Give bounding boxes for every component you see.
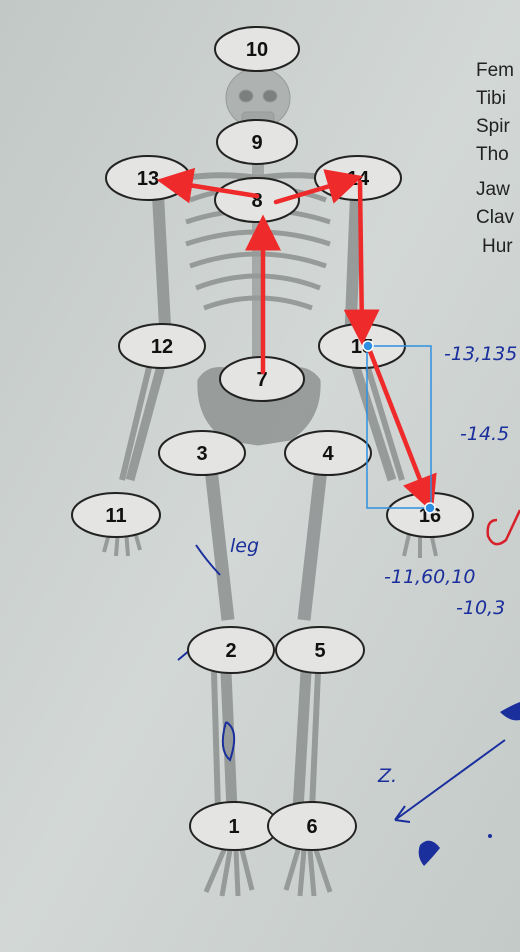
ink-arrow-icon [394, 739, 506, 823]
node-10[interactable]: 10 [214, 26, 300, 72]
node-7-label: 7 [256, 369, 267, 391]
node-1-label: 1 [228, 816, 239, 838]
node-12[interactable]: 12 [118, 323, 206, 369]
node-11[interactable]: 11 [71, 492, 161, 538]
node-5[interactable]: 5 [275, 626, 365, 674]
side-list-item-5: Clav [476, 207, 515, 228]
node-4-label: 4 [322, 443, 334, 465]
node-13[interactable]: 13 [105, 155, 191, 201]
node-13-label: 13 [137, 168, 159, 190]
side-list-item-1: Tibi [476, 88, 506, 109]
node-8-label: 8 [251, 190, 262, 212]
arrow-8-to-14[interactable] [273, 169, 363, 205]
node-10-label: 10 [246, 39, 268, 61]
selection-handle-start[interactable] [362, 340, 374, 352]
note-leg: leg [230, 535, 259, 557]
note-z: Z. [377, 765, 397, 787]
arrow-14-to-15[interactable] [343, 179, 380, 346]
node-12-label: 12 [151, 336, 173, 358]
selection-box[interactable] [362, 340, 436, 514]
side-list: Fem Tibi Spir Tho Jaw Clav Hur [476, 60, 515, 257]
node-2-label: 2 [225, 640, 236, 662]
arrow-15-to-16[interactable] [365, 343, 437, 513]
note-a: -13,135 [444, 343, 517, 365]
selection-handle-end[interactable] [424, 502, 436, 514]
node-11-label: 11 [105, 505, 126, 527]
node-2[interactable]: 2 [187, 626, 275, 674]
red-ink-circle-icon [486, 509, 520, 546]
node-1[interactable]: 1 [189, 801, 279, 851]
annotation-arrows [156, 167, 437, 513]
node-6-label: 6 [306, 816, 317, 838]
node-8[interactable]: 8 [214, 177, 300, 223]
node-3[interactable]: 3 [158, 430, 246, 476]
handwritten-notes: -13,135 -14.5 -11,60,10 -10,3 leg Z. [177, 343, 520, 866]
node-6[interactable]: 6 [267, 801, 357, 851]
side-list-item-6: Hur [482, 236, 513, 257]
note-c: -11,60,10 [384, 566, 475, 588]
arrow-8-to-13[interactable] [156, 167, 260, 204]
nodes: 10 9 13 8 14 12 15 7 3 4 11 16 2 5 1 6 [71, 26, 474, 851]
side-list-item-3: Tho [476, 144, 509, 165]
note-b: -14.5 [460, 423, 509, 445]
node-5-label: 5 [314, 640, 325, 662]
node-9[interactable]: 9 [216, 119, 298, 165]
side-list-item-4: Jaw [476, 179, 510, 200]
node-9-label: 9 [251, 132, 262, 154]
node-4[interactable]: 4 [284, 430, 372, 476]
node-3-label: 3 [196, 443, 207, 465]
side-list-item-2: Spir [476, 116, 510, 137]
note-d: -10,3 [456, 597, 505, 619]
side-list-item-0: Fem [476, 60, 514, 81]
